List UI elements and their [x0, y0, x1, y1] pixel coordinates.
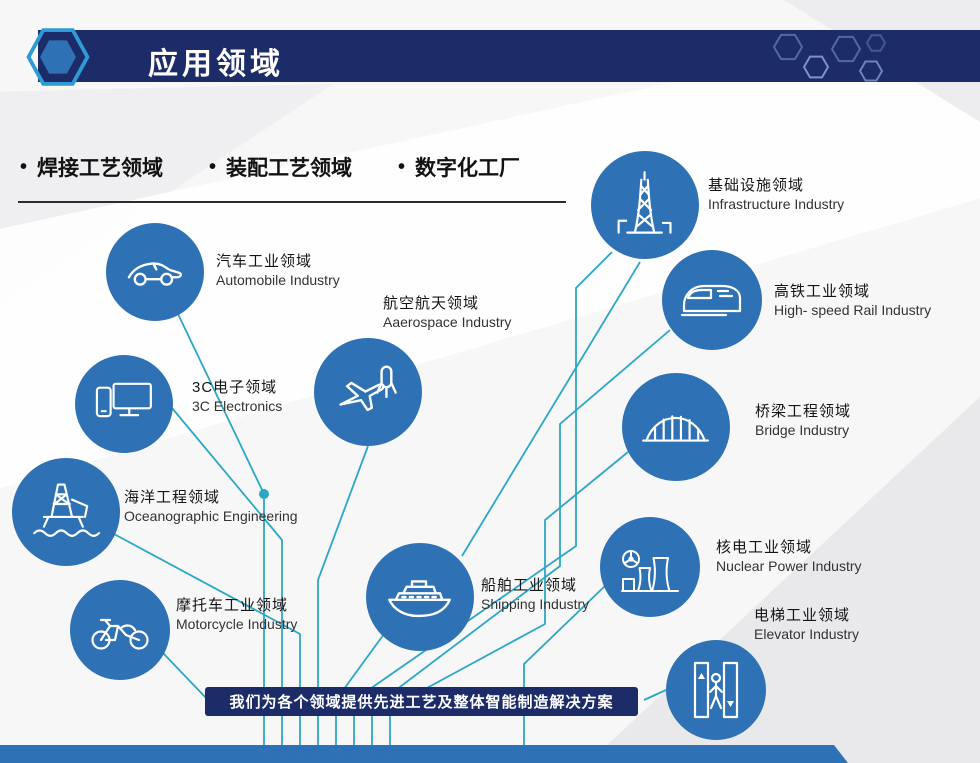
- industry-label-rail: 高铁工业领域 High- speed Rail Industry: [774, 282, 931, 320]
- motorcycle-icon: [91, 618, 149, 650]
- industry-circle-ocean: [12, 458, 120, 566]
- industry-circle-electronics: [75, 355, 173, 453]
- bullets-underline: [18, 201, 566, 203]
- bullet-dot: •: [398, 155, 406, 178]
- hexagon-logo-icon: [26, 28, 90, 86]
- industry-label-infrastructure: 基础设施领域 Infrastructure Industry: [708, 176, 844, 214]
- industry-label-automobile: 汽车工业领域 Automobile Industry: [216, 252, 340, 290]
- industry-label-shipping: 船舶工业领域 Shipping Industry: [481, 576, 589, 614]
- bullet-dot: •: [20, 155, 28, 178]
- bullet-label: 装配工艺领域: [226, 157, 353, 180]
- hexagon-cluster-icon: [772, 33, 887, 82]
- label-en: Motorcycle Industry: [176, 616, 298, 632]
- bottom-accent-strip: [0, 745, 848, 763]
- industry-label-electronics: 3C电子领域 3C Electronics: [192, 378, 282, 416]
- label-en: Bridge Industry: [755, 422, 850, 438]
- industry-label-elevator: 电梯工业领域 Elevator Industry: [754, 606, 859, 644]
- car-icon: [127, 262, 182, 286]
- label-en: Automobile Industry: [216, 272, 340, 288]
- label-zh: 桥梁工程领域: [755, 403, 852, 420]
- industry-label-ocean: 海洋工程领域 Oceanographic Engineering: [124, 488, 298, 526]
- bullet-dot: •: [209, 155, 217, 178]
- label-zh: 海洋工程领域: [124, 489, 221, 506]
- label-zh: 摩托车工业领域: [176, 597, 289, 614]
- label-en: Aaerospace Industry: [383, 314, 512, 330]
- label-zh: 3C电子领域: [192, 379, 278, 396]
- solutions-banner: 我们为各个领域提供先进工艺及整体智能制造解决方案: [205, 687, 638, 716]
- label-en: Elevator Industry: [754, 626, 860, 642]
- elevator-icon: [693, 661, 739, 719]
- industry-circle-rail: [662, 250, 762, 350]
- bridge-icon: [642, 415, 710, 443]
- plane-rocket-icon: [339, 365, 398, 412]
- label-en: High- speed Rail Industry: [774, 302, 932, 318]
- label-zh: 基础设施领域: [708, 177, 805, 194]
- tower-icon: [617, 171, 672, 235]
- label-en: Shipping Industry: [481, 596, 590, 612]
- phone-monitor-icon: [95, 382, 152, 417]
- industry-label-bridge: 桥梁工程领域 Bridge Industry: [755, 402, 851, 440]
- label-zh: 船舶工业领域: [481, 577, 578, 594]
- label-en: Infrastructure Industry: [708, 196, 845, 212]
- page-title: 应用领域: [148, 48, 284, 81]
- industry-label-aerospace: 航空航天领域 Aaerospace Industry: [383, 294, 511, 332]
- label-zh: 航空航天领域: [383, 295, 480, 312]
- label-zh: 核电工业领域: [716, 539, 813, 556]
- industry-circle-nuclear: [600, 517, 700, 617]
- bullet-label: 数字化工厂: [415, 157, 521, 180]
- industry-circle-elevator: [666, 640, 766, 740]
- industry-label-motorcycle: 摩托车工业领域 Motorcycle Industry: [176, 596, 297, 634]
- label-zh: 汽车工业领域: [216, 253, 313, 270]
- bullet-label: 焊接工艺领域: [37, 157, 164, 180]
- process-bullets: • 焊接工艺领域 • 装配工艺领域 • 数字化工厂: [20, 152, 520, 182]
- label-en: 3C Electronics: [192, 398, 283, 414]
- bullet-welding: • 焊接工艺领域: [20, 152, 163, 182]
- label-en: Nuclear Power Industry: [716, 558, 862, 574]
- bullet-assembly: • 装配工艺领域: [209, 152, 352, 182]
- industry-circle-automobile: [106, 223, 204, 321]
- industry-circle-aerospace: [314, 338, 422, 446]
- industry-circle-motorcycle: [70, 580, 170, 680]
- industry-label-nuclear: 核电工业领域 Nuclear Power Industry: [716, 538, 862, 576]
- label-en: Oceanographic Engineering: [124, 508, 298, 524]
- ship-icon: [388, 580, 452, 618]
- solutions-banner-text: 我们为各个领域提供先进工艺及整体智能制造解决方案: [229, 694, 614, 711]
- label-zh: 高铁工业领域: [774, 283, 871, 300]
- header-bar: [38, 30, 980, 82]
- oil-rig-icon: [33, 483, 101, 538]
- industry-circle-shipping: [366, 543, 474, 651]
- industry-circle-bridge: [622, 373, 730, 481]
- train-icon: [680, 284, 742, 317]
- label-zh: 电梯工业领域: [754, 607, 851, 624]
- bullet-digital-factory: • 数字化工厂: [398, 152, 520, 182]
- nuclear-plant-icon: [621, 550, 679, 592]
- industry-circle-infrastructure: [591, 151, 699, 259]
